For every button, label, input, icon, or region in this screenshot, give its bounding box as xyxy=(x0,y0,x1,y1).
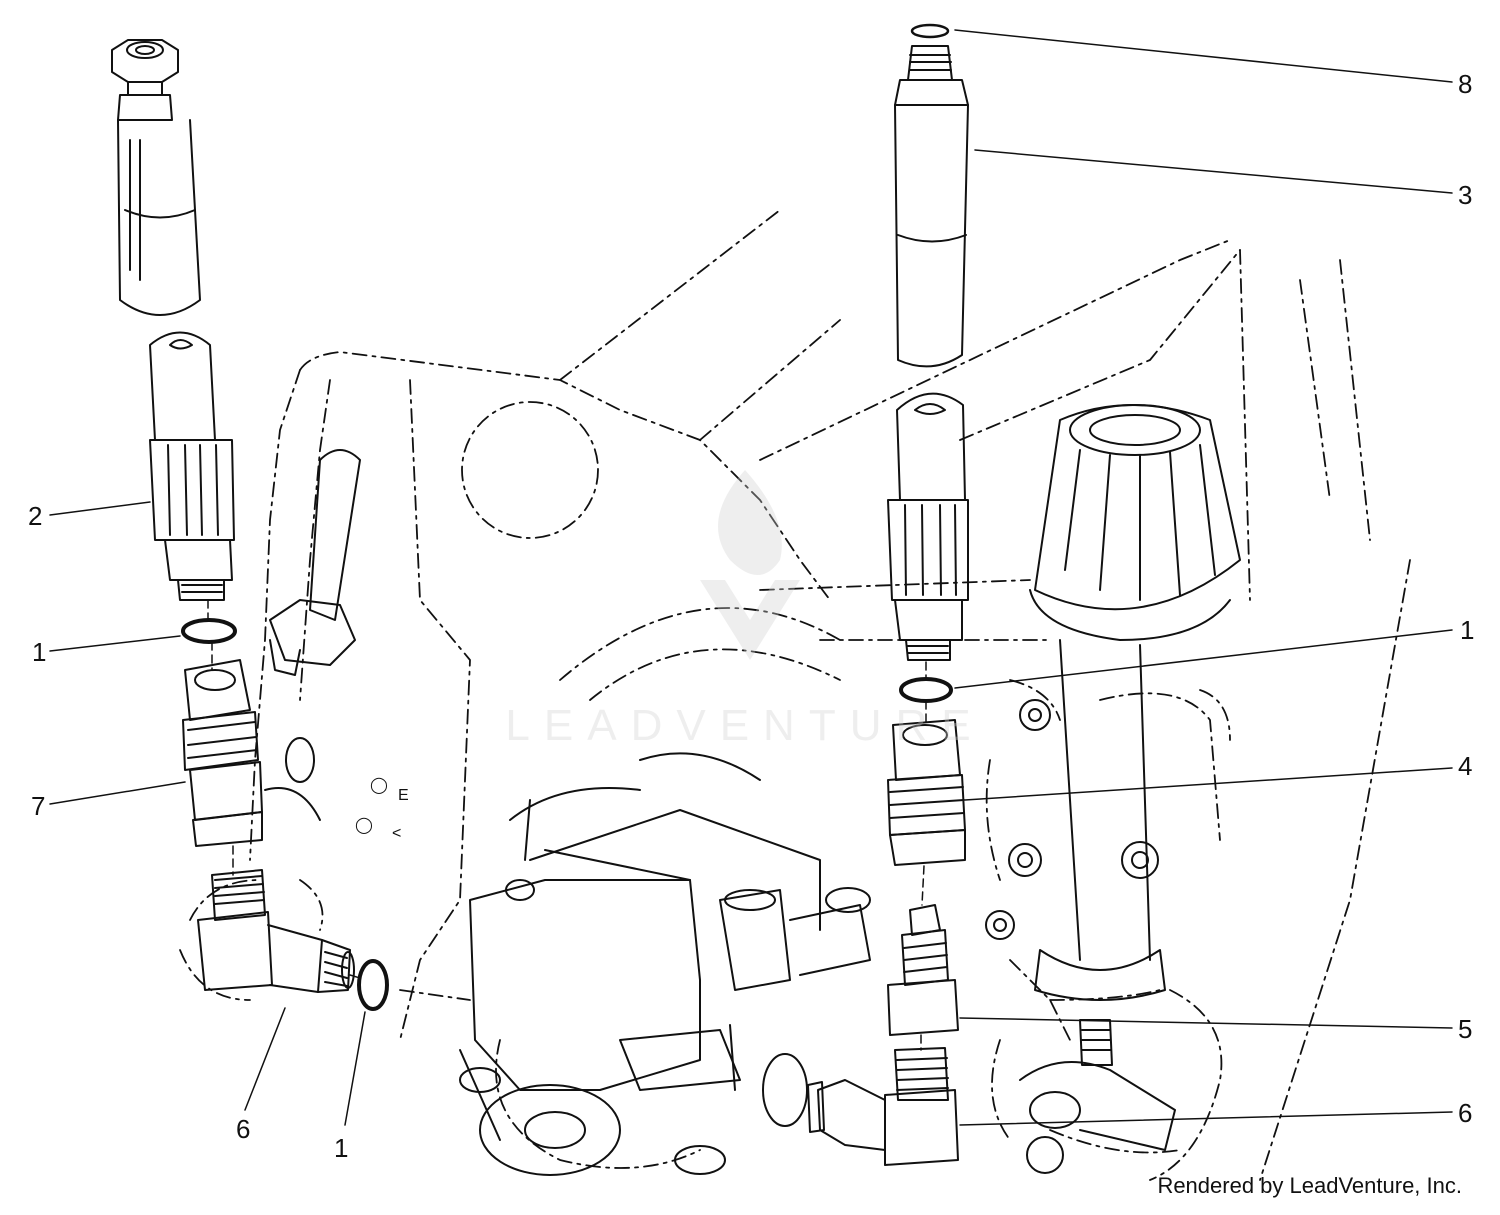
callout-1-right: 1 xyxy=(1460,615,1475,645)
leadventure-watermark: LEADVENTURE xyxy=(505,470,984,750)
right-nipple xyxy=(887,904,959,1036)
filter-housing xyxy=(985,404,1241,1174)
callout-1-bottom: 1 xyxy=(334,1133,349,1163)
callout-7-left: 7 xyxy=(31,791,46,821)
left-hose-end xyxy=(149,331,235,601)
callout-3-right: 3 xyxy=(1458,180,1473,210)
callout-4-right: 4 xyxy=(1458,751,1473,781)
mounting-bracket xyxy=(179,209,1411,1181)
svg-text:◯: ◯ xyxy=(370,777,388,794)
right-hose-upper xyxy=(894,23,969,368)
left-o-ring-upper xyxy=(181,618,237,644)
callout-1-left: 1 xyxy=(32,637,47,667)
left-hose-upper xyxy=(111,39,201,316)
right-o-ring xyxy=(899,677,953,703)
svg-text:<: < xyxy=(392,825,401,842)
leader-lines xyxy=(49,29,1453,1126)
svg-text:E: E xyxy=(398,787,409,804)
bracket-bolts: ◯ E ◯ < xyxy=(264,449,409,842)
right-elbow-fitting xyxy=(807,1047,959,1166)
right-coupler xyxy=(887,719,966,866)
left-coupler xyxy=(182,659,263,847)
left-o-ring-side xyxy=(357,959,389,1011)
pump-assembly xyxy=(459,752,871,1176)
callout-8-right: 8 xyxy=(1458,69,1473,99)
callout-5-right: 5 xyxy=(1458,1014,1473,1044)
left-elbow-fitting xyxy=(197,869,355,993)
alignment-lines xyxy=(207,599,927,1051)
right-hose-end xyxy=(887,392,969,661)
render-credit: Rendered by LeadVenture, Inc. xyxy=(1157,1173,1462,1198)
callout-6-left: 6 xyxy=(236,1114,251,1144)
callout-6-right: 6 xyxy=(1458,1098,1473,1128)
watermark-text: LEADVENTURE xyxy=(505,701,984,750)
svg-text:◯: ◯ xyxy=(355,817,373,834)
callout-2-left: 2 xyxy=(28,501,43,531)
